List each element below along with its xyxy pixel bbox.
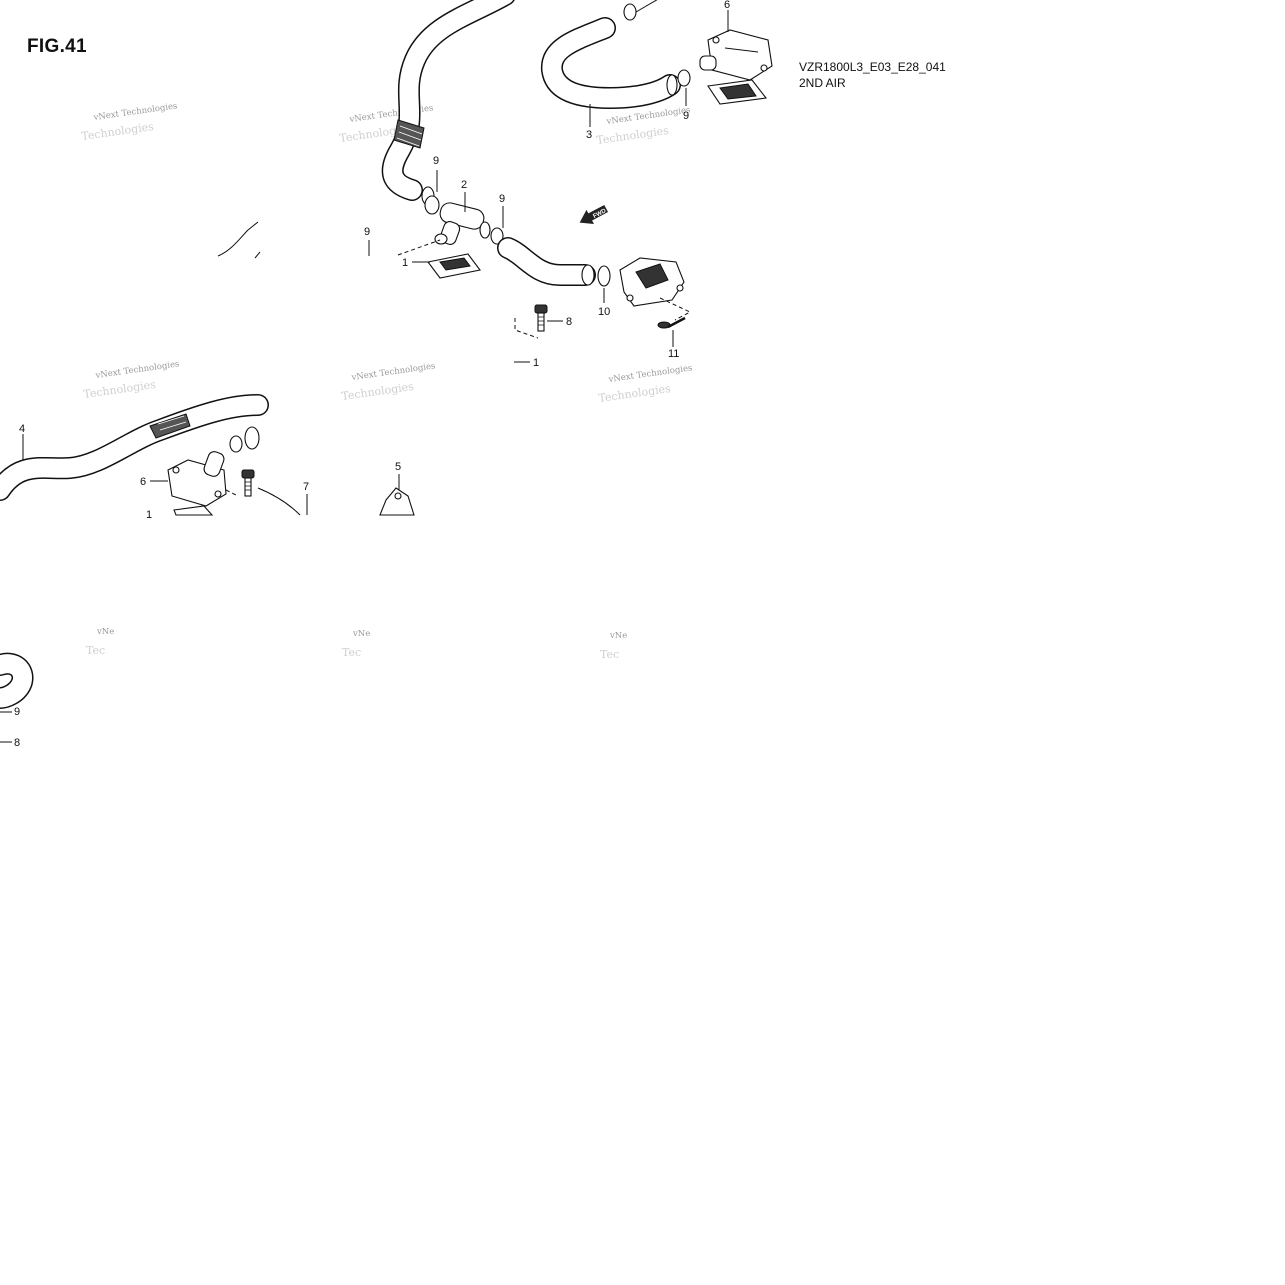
callout-9: 9 xyxy=(683,110,689,122)
watermark: vNext Technologies xyxy=(92,101,178,123)
front-hose xyxy=(541,17,681,109)
figure-title: FIG.41 xyxy=(27,36,87,57)
hose-mesh-guard xyxy=(393,119,425,149)
watermark-partial: Tec xyxy=(342,646,361,659)
watermark: vNext Technologies xyxy=(350,361,436,383)
diagram-code-text: VZR1800L3_E03_E28_041 xyxy=(799,60,946,74)
hose-clamp xyxy=(244,426,260,450)
callout-11: 11 xyxy=(668,348,679,360)
watermark: vNext Technologies xyxy=(348,103,434,125)
callout-1: 1 xyxy=(402,257,408,269)
pair-valve-cover xyxy=(619,257,685,307)
callout-9: 9 xyxy=(14,706,20,718)
watermark: Technologies xyxy=(83,378,157,401)
callout-8: 8 xyxy=(14,737,20,749)
reed-gasket xyxy=(427,253,481,279)
callout-1: 1 xyxy=(146,509,152,521)
callout-1: 1 xyxy=(533,357,539,369)
hose-mesh-guard xyxy=(149,413,191,439)
front-short-hose xyxy=(497,237,596,286)
watermark: Technologies xyxy=(341,380,415,403)
lower-hose-fragment xyxy=(0,652,34,709)
callout-4: 4 xyxy=(19,423,25,435)
callout-9: 9 xyxy=(433,155,439,167)
watermark: Technologies xyxy=(598,382,672,405)
callout-3: 3 xyxy=(586,129,592,141)
mid-hose xyxy=(0,394,269,501)
callout-7: 7 xyxy=(303,481,309,493)
callout-5: 5 xyxy=(395,461,401,473)
watermark-partial: vNe xyxy=(609,631,627,641)
hose-clamp xyxy=(490,227,504,245)
hose-clamp xyxy=(424,195,440,215)
watermark: Technologies xyxy=(596,124,670,147)
callout-9: 9 xyxy=(499,193,505,205)
callout-9: 9 xyxy=(364,226,370,238)
diagram-code: VZR1800L3_E03_E28_041 2ND AIR xyxy=(799,59,946,91)
watermark-partial: vNe xyxy=(96,627,114,637)
watermark: vNext Technologies xyxy=(94,359,180,381)
watermark-partial: Tec xyxy=(600,648,619,661)
hose-clamp xyxy=(597,265,611,287)
hose-clamp xyxy=(623,3,637,21)
pair-valve xyxy=(379,487,415,516)
hose-clamp xyxy=(677,69,691,87)
reed-valve-cover xyxy=(167,451,227,507)
t-joint xyxy=(434,202,491,245)
hose-clamp xyxy=(229,435,243,453)
watermark: Technologies xyxy=(81,120,155,143)
bolt xyxy=(241,469,255,497)
reed-gasket xyxy=(707,79,768,105)
watermark-partial: vNe xyxy=(352,629,370,639)
callout-6: 6 xyxy=(724,0,730,11)
callout-6: 6 xyxy=(140,476,146,488)
watermark: vNext Technologies xyxy=(607,363,693,385)
callout-10: 10 xyxy=(598,306,610,318)
bolt xyxy=(534,304,548,332)
diagram-subtitle: 2ND AIR xyxy=(799,76,846,90)
watermark-partial: Tec xyxy=(86,644,105,657)
callout-8: 8 xyxy=(566,316,572,328)
fwd-arrow-icon: FWD xyxy=(579,204,609,225)
screw xyxy=(657,316,686,329)
reed-gasket xyxy=(173,505,214,516)
rear-hose xyxy=(381,0,515,201)
callout-2: 2 xyxy=(461,179,467,191)
reed-valve-cover xyxy=(699,29,773,81)
